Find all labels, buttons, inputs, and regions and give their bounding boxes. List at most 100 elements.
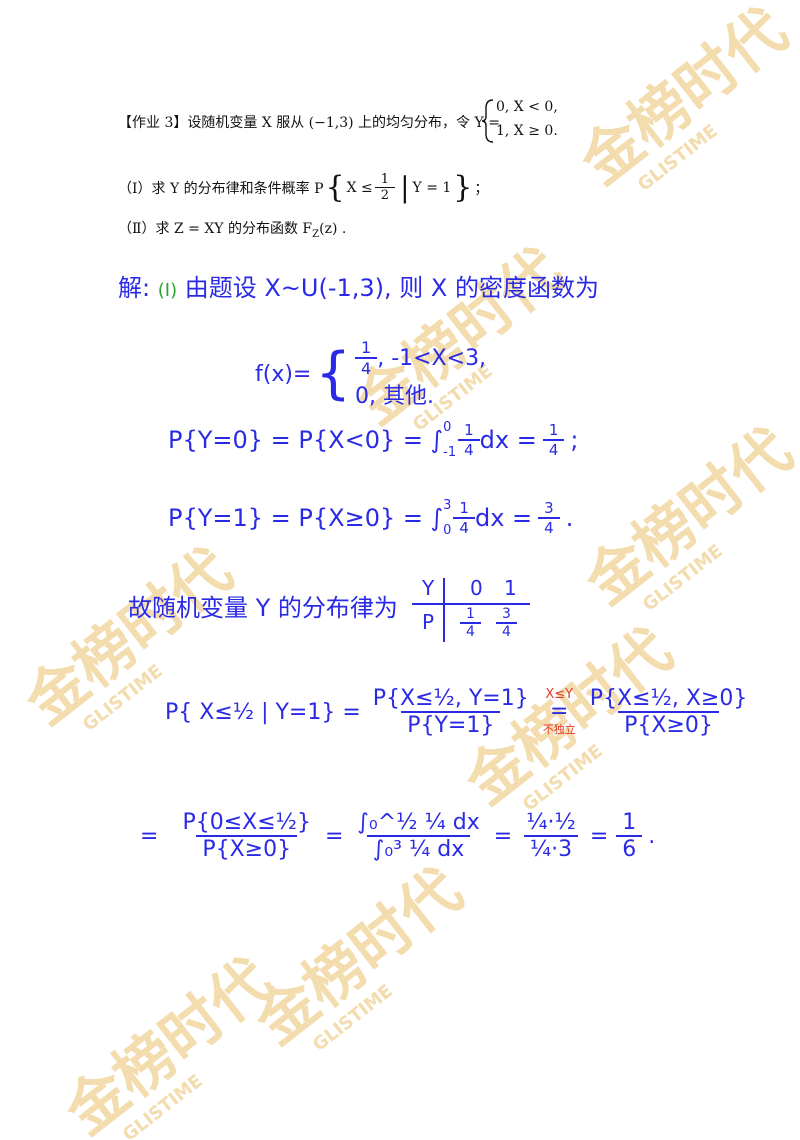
cond-frac1: P{X≤½, Y=1} P{Y=1} — [367, 686, 535, 738]
py0-result-den: 4 — [542, 439, 565, 459]
solution-intro-text: 由题设 X~U(-1,3), 则 X 的密度函数为 — [184, 274, 599, 302]
cond-frac1-num: P{X≤½, Y=1} — [372, 686, 529, 711]
py0-lower: -1 — [443, 445, 457, 460]
part1-half-fraction: 1 2 — [374, 172, 396, 203]
line2-frac2-den: ∫₀³ ¼ dx — [366, 835, 471, 862]
density-case-2: 0, 其他. — [355, 384, 434, 409]
py1-upper: 3 — [443, 498, 452, 513]
py1-limits: 3 0 — [443, 498, 451, 538]
solution-intro: 解: (Ⅰ) 由题设 X~U(-1,3), 则 X 的密度函数为 — [118, 268, 599, 303]
py0-upper: 0 — [443, 420, 452, 435]
line2-frac3: ¼·½ ¼·3 — [520, 810, 582, 862]
part2-sub: Z — [312, 228, 320, 240]
problem-tag: 【作业 3】 — [118, 115, 188, 131]
line2-end: . — [648, 823, 656, 849]
problem-stem-text: 设随机变量 X 服从 (−1,3) 上的均匀分布，令 Y = — [187, 115, 500, 131]
line2-eq3: = — [493, 823, 513, 849]
part1-cond-left: X ≤ — [346, 179, 373, 196]
piecewise-brace — [481, 99, 494, 143]
watermark-brand-en: GLISTIME — [79, 661, 167, 736]
density-function: f(x)= { 1 4 , -1<X<3, 0, 其他. — [255, 338, 486, 410]
py1-lhs: P{Y=1} = P{X≥0} = ∫ — [168, 504, 444, 532]
table-val-1-den: 4 — [496, 622, 517, 640]
py1-end: . — [565, 504, 574, 532]
part2-text: （Ⅱ）求 Z = XY 的分布函数 F — [118, 221, 313, 237]
line2-eq1: = — [140, 823, 159, 849]
red-equals: = — [550, 698, 569, 724]
line2-frac3-num: ¼·½ — [526, 810, 576, 835]
part1-text: （Ⅰ）求 Y 的分布律和条件概率 P — [118, 180, 324, 197]
red-note-top: X≤Y — [545, 686, 574, 702]
conditional-prob-line1: P{ X≤½ | Y=1} = P{X≤½, Y=1} P{Y=1} X≤Y =… — [165, 686, 753, 738]
py1-integrand: 1 4 — [453, 499, 475, 537]
table-val-1-num: 3 — [502, 606, 511, 622]
part1-close-brace: } — [453, 170, 473, 205]
watermark-logo: 金榜时代 GLISTIME — [230, 860, 480, 1060]
density-frac-den: 4 — [355, 357, 378, 378]
prob-y-equals-0: P{Y=0} = P{X<0} = ∫ 0 -1 1 4 dx = 1 4 ; — [168, 420, 578, 460]
part1-half-num: 1 — [380, 172, 390, 187]
py0-integrand: 1 4 — [458, 421, 480, 459]
line2-result-den: 6 — [616, 835, 643, 862]
cond-frac2-den: P{X≥0} — [618, 711, 719, 738]
line2-frac2: ∫₀^½ ¼ dx ∫₀³ ¼ dx — [351, 810, 485, 862]
density-brace: { — [315, 341, 352, 406]
table-val-1: 3 4 — [496, 606, 517, 640]
problem-part1: （Ⅰ）求 Y 的分布律和条件概率 P { X ≤ 1 2 | Y = 1 } ； — [118, 170, 488, 205]
table-val-0-num: 1 — [466, 606, 475, 622]
watermark-brand-en: GLISTIME — [639, 541, 727, 616]
watermark-brand-en: GLISTIME — [309, 981, 397, 1056]
watermark-text: 金榜时代 — [53, 950, 285, 1140]
py0-end: ; — [570, 426, 579, 454]
watermark-brand-en: GLISTIME — [519, 741, 607, 816]
cond-frac2: P{X≤½, X≥0} P{X≥0} — [584, 686, 754, 738]
cond-lhs: P{ X≤½ | Y=1} = — [165, 699, 361, 725]
part1-cond-right: Y = 1 — [412, 179, 452, 196]
density-fraction: 1 4 — [355, 338, 378, 378]
table-header-y: Y — [422, 576, 435, 600]
part1-half-den: 2 — [374, 187, 396, 203]
line2-frac3-den: ¼·3 — [523, 835, 579, 862]
density-frac-num: 1 — [361, 338, 372, 357]
part1-end: ； — [474, 180, 489, 197]
py0-mid: dx = — [479, 426, 537, 454]
line2-result: 1 6 — [616, 810, 643, 862]
py1-result-den: 4 — [538, 517, 560, 537]
watermark-logo: 金榜时代 GLISTIME — [40, 950, 290, 1140]
table-val-0: 1 4 — [460, 606, 481, 640]
watermark-text: 金榜时代 — [573, 420, 800, 618]
part1-open-brace: { — [325, 170, 345, 205]
problem-stem: 【作业 3】设随机变量 X 服从 (−1,3) 上的均匀分布，令 Y = — [118, 112, 500, 132]
line2-eq4: = — [589, 823, 609, 849]
line2-frac1-num: P{0≤X≤½} — [182, 810, 311, 835]
py0-limits: 0 -1 — [443, 420, 456, 460]
density-cases: 1 4 , -1<X<3, 0, 其他. — [355, 338, 486, 410]
py0-result: 1 4 — [542, 421, 565, 459]
conditional-prob-line2: = P{0≤X≤½} P{X≥0} = ∫₀^½ ¼ dx ∫₀³ ¼ dx =… — [140, 810, 655, 862]
py1-integrand-num: 1 — [459, 499, 469, 517]
problem-part2: （Ⅱ）求 Z = XY 的分布函数 FZ(z) . — [118, 218, 346, 240]
part2-end: (z) . — [319, 221, 347, 237]
density-case1-cond: , -1<X<3, — [377, 345, 487, 371]
line2-frac1-den: P{X≥0} — [196, 835, 298, 862]
line2-result-num: 1 — [622, 810, 637, 835]
line2-frac1: P{0≤X≤½} P{X≥0} — [176, 810, 317, 862]
py0-result-num: 1 — [548, 421, 559, 439]
table-header-0: 0 — [470, 576, 483, 600]
watermark-logo: 金榜时代 GLISTIME — [560, 420, 800, 620]
py0-integrand-den: 4 — [458, 439, 480, 459]
solution-prefix: 解: — [118, 274, 151, 302]
py1-lower: 0 — [443, 523, 452, 538]
py1-result-num: 3 — [544, 499, 554, 517]
distribution-table: Y 0 1 P 1 4 3 4 — [412, 576, 532, 646]
piecewise-case-2: 1, X ≥ 0. — [496, 123, 558, 139]
red-note: X≤Y = 不独立 — [543, 687, 576, 738]
watermark-logo: 金榜时代 GLISTIME — [555, 0, 800, 200]
watermark-text: 金榜时代 — [568, 0, 800, 198]
table-lines — [412, 578, 530, 642]
line2-eq2: = — [324, 823, 344, 849]
part1-bar: | — [400, 171, 410, 204]
prob-y-equals-1: P{Y=1} = P{X≥0} = ∫ 3 0 1 4 dx = 3 4 . — [168, 498, 573, 538]
piecewise-case-1: 0, X < 0, — [496, 99, 558, 115]
distribution-text: 故随机变量 Y 的分布律为 — [128, 594, 398, 622]
